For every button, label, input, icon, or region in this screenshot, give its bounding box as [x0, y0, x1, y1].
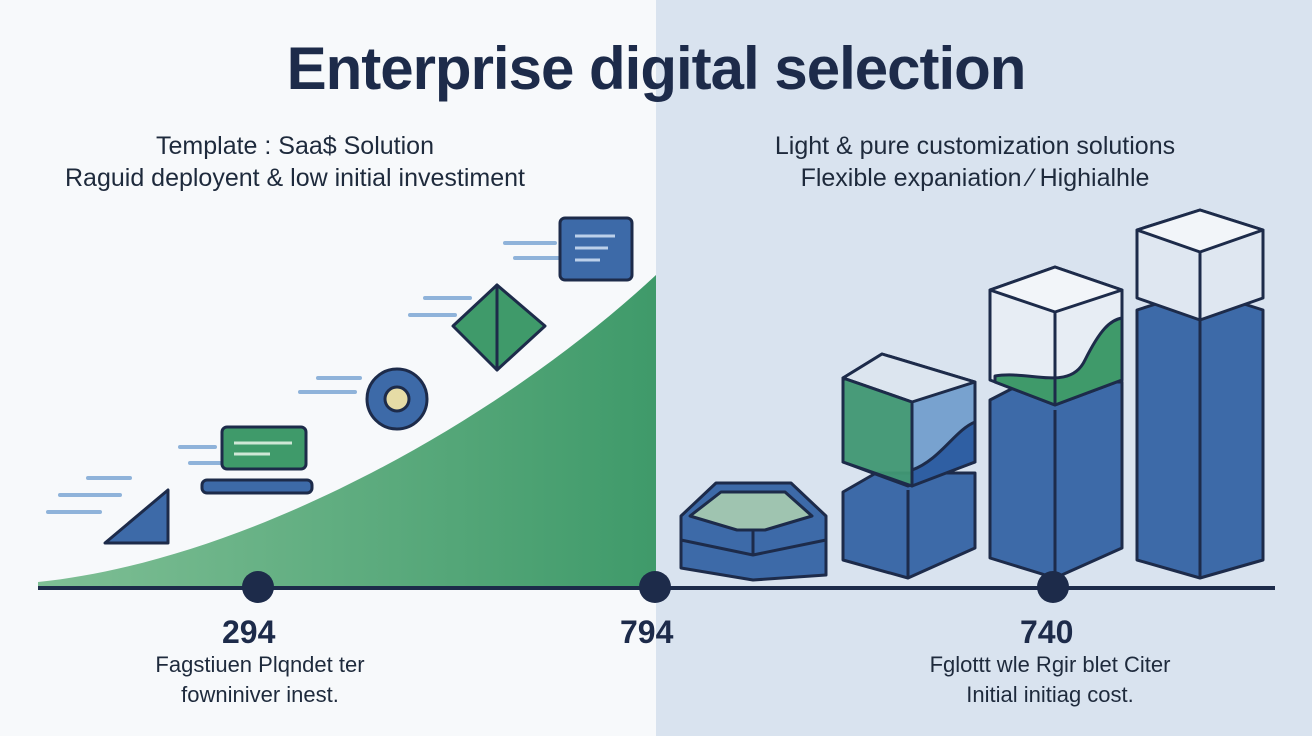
triangle-icon	[103, 488, 170, 545]
marker-value-1: 294	[222, 614, 276, 650]
marker-caption-3: Fglottt wle Rgir blet Citer Initial init…	[880, 650, 1220, 710]
block-3	[988, 265, 1124, 580]
marker-dot-2	[639, 571, 671, 603]
marker-caption-3-line1: Fglottt wle Rgir blet Citer	[929, 652, 1171, 677]
left-heading: Template : Saa$ Solution	[156, 132, 434, 160]
marker-caption-1-line2: fowniniver inest.	[181, 682, 339, 707]
marker-caption-3-line2: Initial initiag cost.	[966, 682, 1134, 707]
right-subheading: Flexible expaniation ⁄ Highialhle	[800, 164, 1150, 192]
left-subheading: Raguid deployent & low initial investime…	[65, 164, 525, 192]
right-heading: Light & pure customization solutions	[774, 132, 1176, 160]
left-heading-block: Template : Saa$ Solution Raguid deployen…	[50, 130, 540, 194]
block-1	[679, 481, 828, 582]
green-card-icon	[220, 425, 308, 471]
marker-dot-3	[1037, 571, 1069, 603]
right-heading-block: Light & pure customization solutions Fle…	[700, 130, 1250, 194]
marker-dot-1	[242, 571, 274, 603]
block-4	[1135, 208, 1265, 580]
marker-value-3: 740	[1020, 614, 1074, 650]
growth-curve	[38, 275, 656, 588]
marker-value-2: 794	[620, 614, 674, 650]
page-title: Enterprise digital selection	[286, 35, 1027, 102]
blue-bar-icon	[200, 478, 314, 495]
block-2	[841, 352, 977, 580]
marker-caption-1-line1: Fagstiuen Plqndet ter	[155, 652, 365, 677]
marker-caption-1: Fagstiuen Plqndet ter fowniniver inest.	[100, 650, 420, 710]
speed-lines	[46, 241, 562, 514]
